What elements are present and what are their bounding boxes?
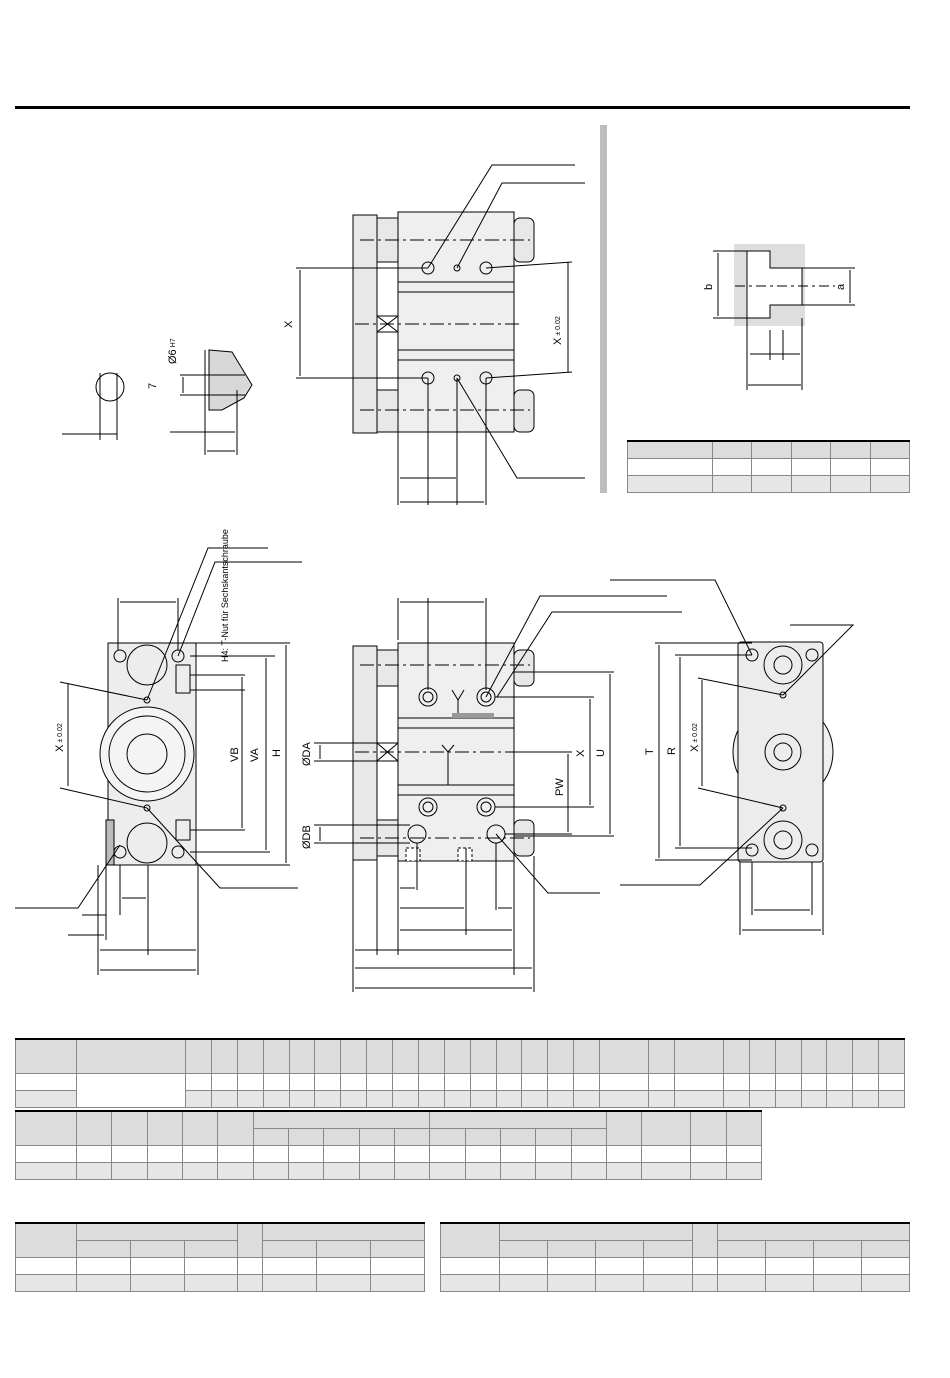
dim-label-x-left: X± 0.02: [54, 723, 66, 752]
drawing-top-side-view: [296, 164, 585, 505]
dim-label-x-mid: X: [575, 749, 587, 757]
dimension-table-4: [440, 1222, 911, 1292]
dim-label-b: b: [703, 283, 715, 290]
drawing-top-view: [314, 595, 682, 992]
dim-label-a: a: [835, 283, 847, 290]
drawing-front-view: [15, 547, 302, 975]
dim-label-t: T: [644, 748, 656, 755]
dim-label-x-tol-upper: X± 0.02: [552, 316, 564, 345]
dim-label-phi6: Ø6H7: [167, 338, 179, 364]
section-divider: [600, 125, 607, 493]
dimension-table-3: [15, 1222, 425, 1292]
dimension-table-2: [15, 1110, 763, 1180]
dimension-table-1: [15, 1038, 905, 1108]
dim-label-u: U: [595, 749, 607, 757]
dim-label-x-right: X± 0.02: [689, 723, 701, 752]
header-rule: [15, 106, 910, 109]
dim-label-pw: PW: [554, 778, 566, 796]
dim-label-oda: ØDA: [301, 742, 313, 766]
dim-label-r: R: [666, 747, 678, 755]
dim-label-h: H: [271, 749, 283, 757]
dim-label-odb: ØDB: [301, 825, 313, 849]
dim-label-x-upper: X: [283, 320, 295, 328]
drawing-detail-holes: [62, 349, 253, 455]
dim-label-7: 7: [147, 382, 159, 389]
drawing-t-slot: [713, 244, 855, 390]
t-nut-note: H4: T-Nut für Sechskantschraube: [220, 529, 230, 662]
drawing-rear-view: [610, 579, 855, 935]
t-slot-table: [627, 440, 911, 493]
dim-label-va: VA: [249, 748, 261, 762]
dim-label-vb: VB: [229, 747, 241, 762]
